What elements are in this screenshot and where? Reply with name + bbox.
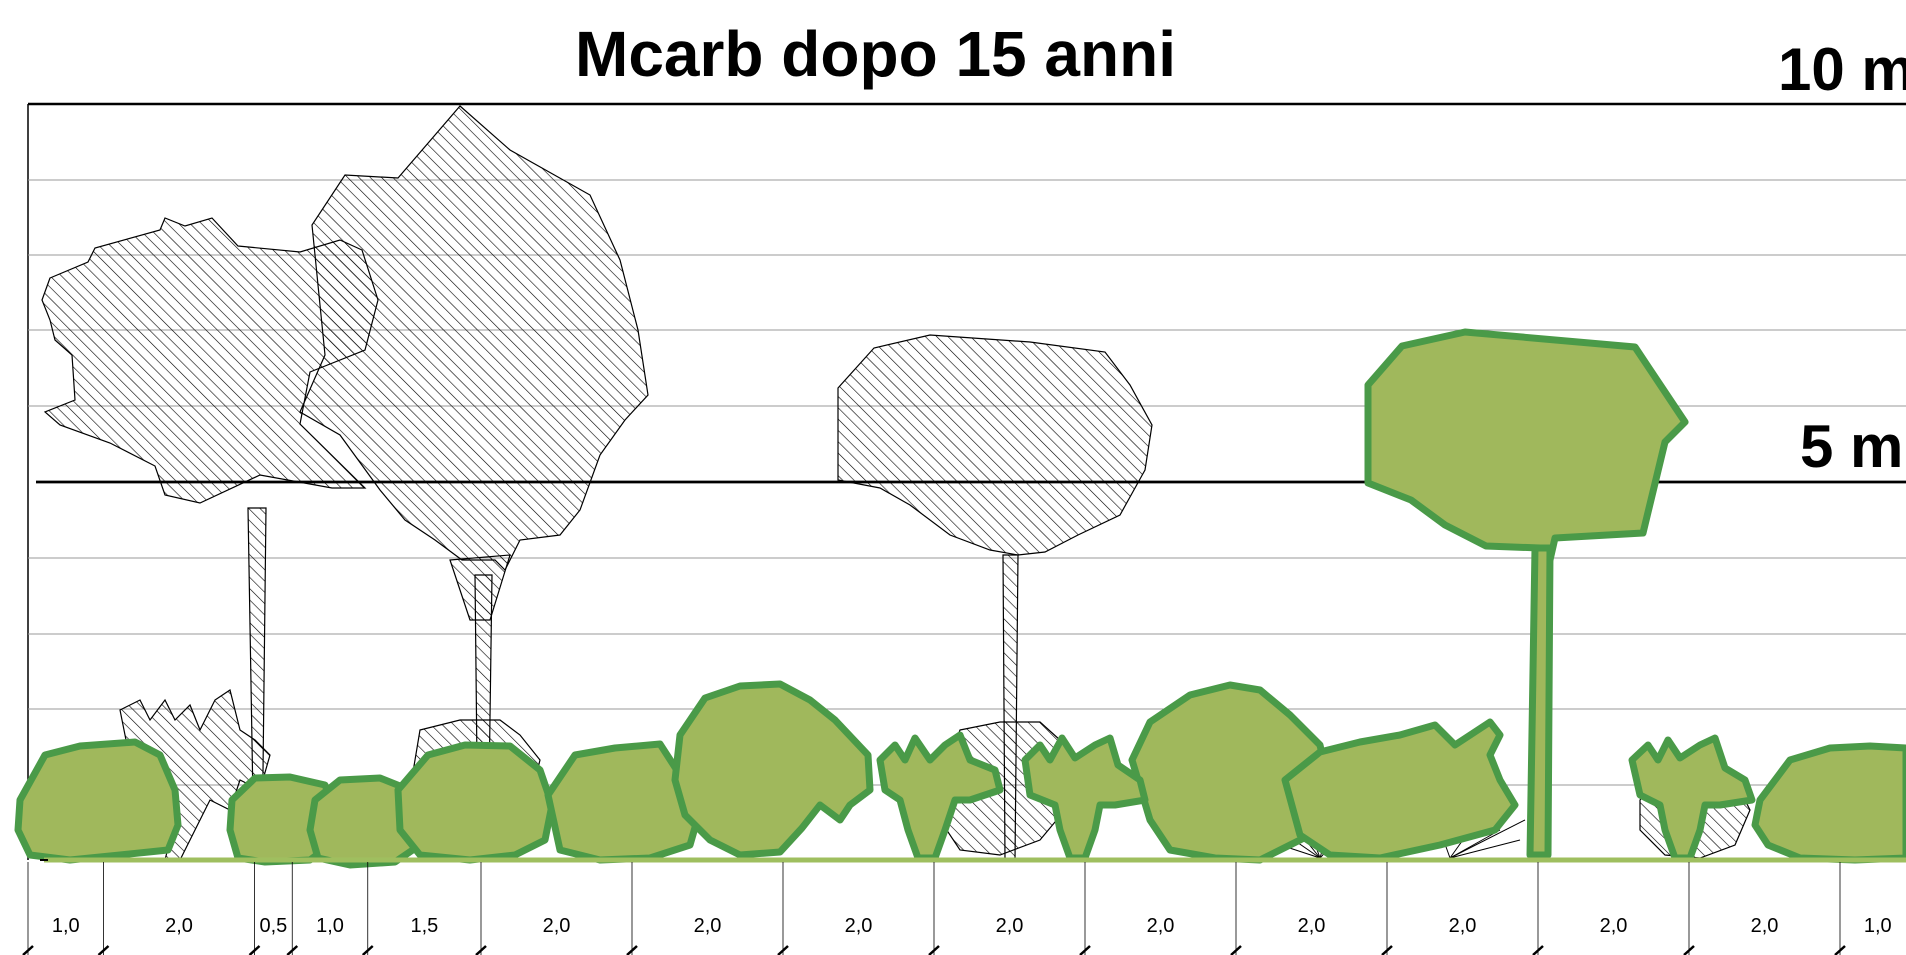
- dimension-tick-mark: [1079, 945, 1091, 955]
- green-shrub: [394, 741, 556, 864]
- green-spiky-shrub: [1021, 734, 1149, 862]
- spacing-label: 2,0: [543, 915, 571, 937]
- diagram-title: Mcarb dopo 15 anni: [575, 18, 1176, 90]
- dimension-tick-mark: [1230, 945, 1242, 955]
- spacing-label: 1,0: [1864, 915, 1892, 937]
- green-shrub: [671, 680, 874, 859]
- spacing-label: 2,0: [1600, 915, 1628, 937]
- height-label-10m: 10 m: [1778, 36, 1906, 103]
- spacing-label: 1,0: [316, 915, 344, 937]
- green-shrub: [1751, 742, 1906, 864]
- spacing-label: 2,0: [165, 915, 193, 937]
- green-tree-canopy: [1364, 328, 1689, 564]
- dimension-tick-mark: [361, 945, 374, 955]
- spacing-label: 1,0: [52, 915, 80, 937]
- green-shrub: [14, 738, 182, 864]
- green-tree-trunk: [1526, 544, 1554, 859]
- dimension-tick-mark: [1381, 945, 1393, 955]
- dimension-tick-mark: [248, 945, 261, 955]
- dimension-tick-mark: [97, 945, 110, 955]
- green-shrub: [1281, 718, 1519, 862]
- hatched-branch: [449, 554, 511, 621]
- spacing-label: 2,0: [996, 915, 1024, 937]
- spacing-label: 1,5: [410, 915, 438, 937]
- dimension-tick-mark: [286, 945, 299, 955]
- dimension-tick-mark: [22, 945, 34, 955]
- spacing-label: 2,0: [694, 915, 722, 937]
- spacing-label: 2,0: [1298, 915, 1326, 937]
- hatched-tree-canopy: [299, 105, 649, 572]
- dimension-tick-mark: [1834, 945, 1846, 955]
- spacing-label: 2,0: [845, 915, 873, 937]
- planted-vegetation: [14, 328, 1906, 869]
- spacing-label: 2,0: [1449, 915, 1477, 937]
- green-spiky-shrub: [1628, 734, 1756, 862]
- spacing-label: 2,0: [1751, 915, 1779, 937]
- hatched-tree-canopy: [41, 217, 379, 504]
- hatched-tree-canopy: [837, 334, 1153, 556]
- spacing-dimensions: 1,0 2,0 0,5 1,0 1,5 2,0 2,0 2,0 2,0 2,0 2,0 2,0 2,0 2…: [22, 862, 1892, 955]
- dimension-tick-mark: [475, 945, 487, 955]
- dimension-tick-mark: [626, 945, 638, 955]
- dimension-tick-mark: [928, 945, 940, 955]
- spacing-label: 2,0: [1147, 915, 1175, 937]
- dimension-tick-mark: [777, 945, 789, 955]
- dimension-tick-mark: [1532, 945, 1544, 955]
- spacing-label: 0,5: [259, 915, 287, 937]
- height-label-5m: 5 m: [1800, 413, 1904, 480]
- green-spiky-shrub: [876, 731, 1004, 862]
- dimension-tick-mark: [1683, 945, 1695, 955]
